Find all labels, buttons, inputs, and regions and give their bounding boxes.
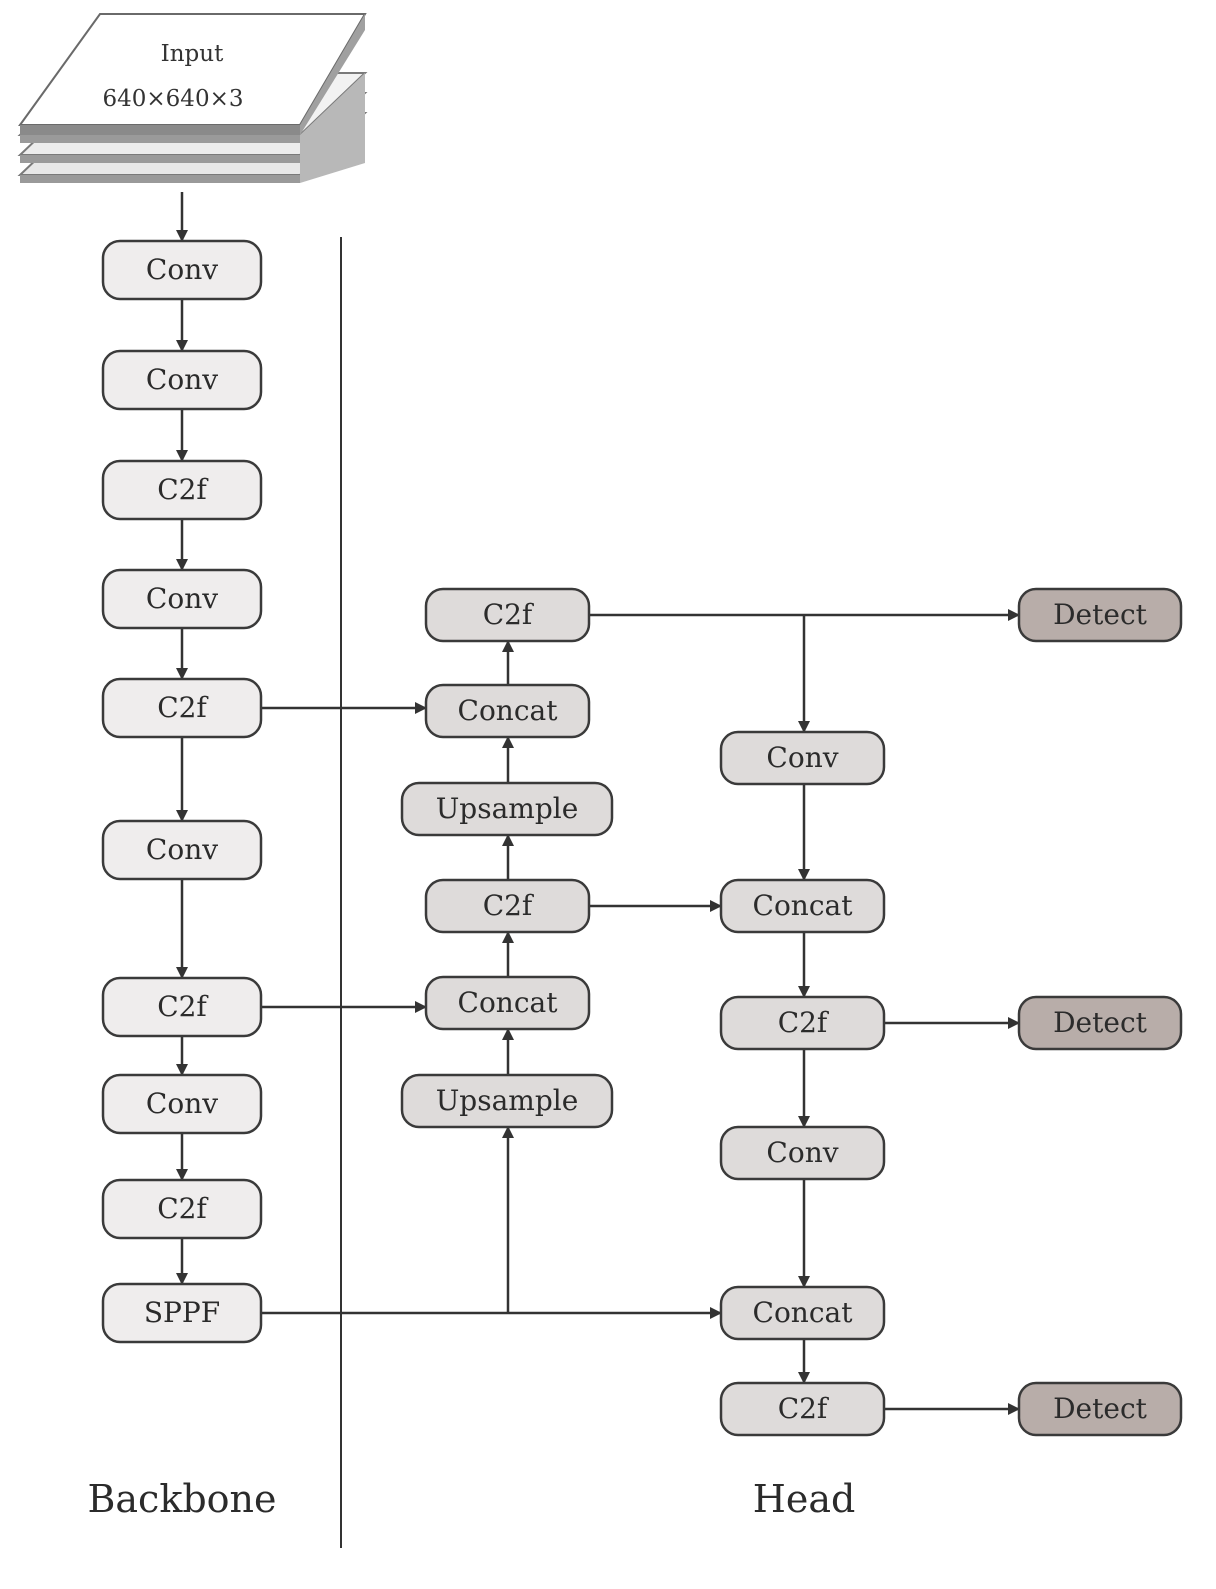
backbone-node-c2f-box bbox=[101, 976, 263, 1038]
backbone-node-conv-box bbox=[101, 1073, 263, 1135]
backbone-section-label: Backbone bbox=[87, 1477, 276, 1521]
head_mid-node-upsample-box bbox=[400, 1073, 614, 1129]
input-tensor-stack: Input 640×640×3 bbox=[17, 13, 368, 183]
detect-node-detect-label: Detect bbox=[1053, 1392, 1148, 1425]
detect-node-detect-box bbox=[1017, 1381, 1183, 1437]
backbone-node-conv-box bbox=[101, 239, 263, 301]
head_right-node-conv-label: Conv bbox=[766, 1136, 838, 1169]
backbone-node-conv-box bbox=[101, 819, 263, 881]
head_right-node-concat-box bbox=[719, 878, 886, 934]
backbone-node-c2f-label: C2f bbox=[157, 691, 209, 724]
detect-node-detect-box bbox=[1017, 995, 1183, 1051]
head_mid-node-concat-label: Concat bbox=[458, 694, 559, 727]
diagram-nodes: ConvConvC2fConvC2fConvC2fConvC2fSPPFC2fC… bbox=[101, 239, 1183, 1437]
backbone-node-c2f-box bbox=[101, 677, 263, 739]
head_right-node-concat-box bbox=[719, 1285, 886, 1341]
backbone-node-conv-label: Conv bbox=[146, 833, 218, 866]
input-label: Input bbox=[161, 41, 224, 67]
head_mid-node-concat-label: Concat bbox=[458, 986, 559, 1019]
head_mid-node-c2f-label: C2f bbox=[483, 889, 535, 922]
backbone-node-c2f-label: C2f bbox=[157, 990, 209, 1023]
backbone-node-sppf-box bbox=[101, 1282, 263, 1344]
backbone-node-c2f-box bbox=[101, 459, 263, 521]
head_mid-node-upsample-label: Upsample bbox=[436, 1084, 579, 1117]
head_right-node-conv-box bbox=[719, 730, 886, 786]
head_right-node-conv-label: Conv bbox=[766, 741, 838, 774]
head_mid-node-c2f-box bbox=[424, 587, 591, 643]
head_mid-node-upsample-label: Upsample bbox=[436, 792, 579, 825]
head_right-node-c2f-label: C2f bbox=[778, 1392, 830, 1425]
backbone-node-conv-label: Conv bbox=[146, 253, 218, 286]
backbone-node-c2f-label: C2f bbox=[157, 1192, 209, 1225]
detect-node-detect-label: Detect bbox=[1053, 1006, 1148, 1039]
head_mid-node-concat-box bbox=[424, 975, 591, 1031]
head_right-node-conv-box bbox=[719, 1125, 886, 1181]
head_mid-node-upsample-box bbox=[400, 781, 614, 837]
backbone-node-c2f-label: C2f bbox=[157, 473, 209, 506]
head_mid-node-concat-box bbox=[424, 683, 591, 739]
input-dimensions: 640×640×3 bbox=[103, 86, 244, 112]
head_right-node-concat-label: Concat bbox=[753, 889, 854, 922]
head_mid-node-c2f-label: C2f bbox=[483, 598, 535, 631]
backbone-node-conv-label: Conv bbox=[146, 582, 218, 615]
head-section-label: Head bbox=[753, 1477, 856, 1521]
backbone-node-conv-label: Conv bbox=[146, 363, 218, 396]
backbone-node-c2f-box bbox=[101, 1178, 263, 1240]
head_right-node-c2f-box bbox=[719, 995, 886, 1051]
head_right-node-c2f-label: C2f bbox=[778, 1006, 830, 1039]
head_mid-node-c2f-box bbox=[424, 878, 591, 934]
head_right-node-concat-label: Concat bbox=[753, 1296, 854, 1329]
backbone-node-conv-box bbox=[101, 349, 263, 411]
backbone-node-conv-label: Conv bbox=[146, 1087, 218, 1120]
connector-arrows bbox=[176, 192, 1020, 1415]
backbone-node-sppf-label: SPPF bbox=[144, 1296, 220, 1329]
backbone-node-conv-box bbox=[101, 568, 263, 630]
detect-node-detect-box bbox=[1017, 587, 1183, 643]
head_right-node-c2f-box bbox=[719, 1381, 886, 1437]
detect-node-detect-label: Detect bbox=[1053, 598, 1148, 631]
